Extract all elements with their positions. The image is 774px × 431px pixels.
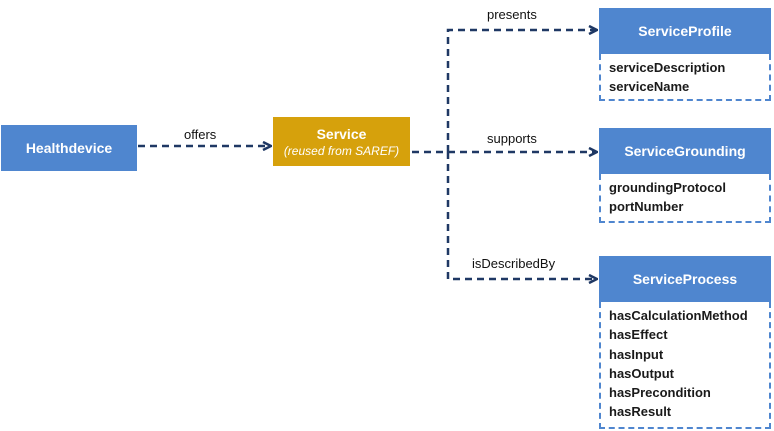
service-grounding-node: ServiceGrounding xyxy=(599,128,771,174)
attribute-item: hasResult xyxy=(609,404,672,420)
service-profile-node: ServiceProfile xyxy=(599,8,771,54)
attribute-item: hasCalculationMethod xyxy=(609,308,748,323)
service-grounding-attributes: groundingProtocol portNumber xyxy=(599,174,771,223)
attribute-item: groundingProtocol xyxy=(609,180,726,195)
service-profile-label: ServiceProfile xyxy=(638,23,732,39)
edge-isdescribedby-line xyxy=(446,152,596,279)
edge-label-isdescribedby: isDescribedBy xyxy=(472,256,556,271)
service-process-label: ServiceProcess xyxy=(632,271,738,287)
attribute-item: portNumber xyxy=(609,199,684,215)
edge-label-offers: offers xyxy=(184,127,217,142)
service-note: (reused from SAREF) xyxy=(283,143,400,158)
attribute-item: serviceName xyxy=(609,79,690,95)
service-grounding-label: ServiceGrounding xyxy=(624,143,746,159)
edge-label-supports: supports xyxy=(487,131,537,146)
attribute-item: hasPrecondition xyxy=(609,385,711,401)
attribute-item: hasOutput xyxy=(609,365,674,381)
attribute-item: hasEffect xyxy=(609,327,668,343)
healthdevice-label: Healthdevice xyxy=(25,140,113,156)
edge-presents-line xyxy=(446,30,596,152)
service-label: Service xyxy=(316,125,367,142)
service-profile-attributes: serviceDescription serviceName xyxy=(599,54,771,101)
service-node: Service (reused from SAREF) xyxy=(273,117,410,166)
healthdevice-node: Healthdevice xyxy=(1,125,137,171)
service-process-attributes: hasCalculationMethod hasEffect hasInput … xyxy=(599,302,771,429)
attribute-item: serviceDescription xyxy=(609,60,726,75)
service-process-node: ServiceProcess xyxy=(599,256,771,302)
attribute-item: hasInput xyxy=(609,346,664,362)
edge-label-presents: presents xyxy=(487,7,537,22)
